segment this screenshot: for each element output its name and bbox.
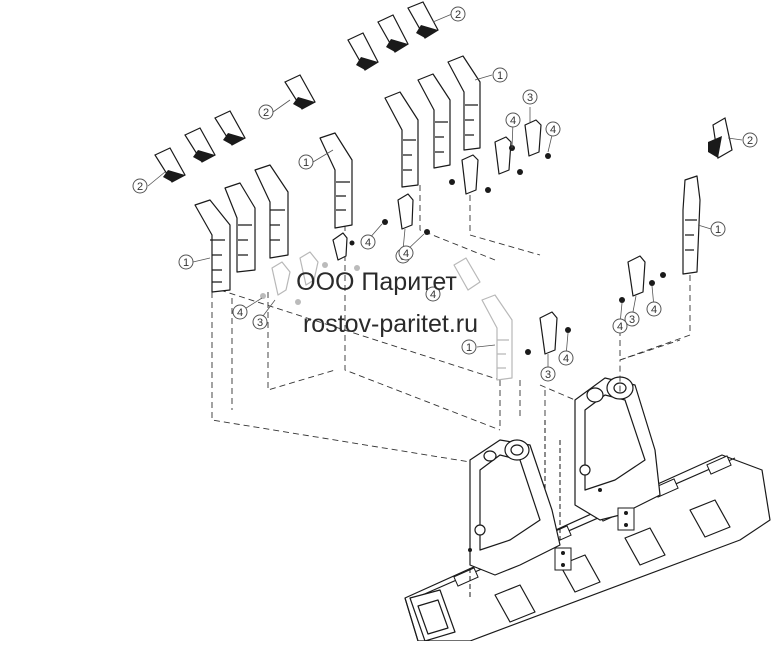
callout-label: 2 [263, 107, 269, 119]
callout-layer: 22221111133333444444444 [132, 6, 758, 382]
callout-1: 1 [178, 254, 194, 270]
callout-circle [646, 301, 662, 317]
callout-label: 1 [466, 342, 472, 354]
callout-4: 4 [505, 112, 521, 128]
shank [417, 73, 451, 169]
callout-leaders [147, 13, 743, 372]
shanks [194, 55, 701, 381]
tooth-tip [708, 117, 733, 159]
callout-circle [450, 6, 466, 22]
watermark-site: rostov-paritet.ru [302, 310, 479, 338]
callout-label: 4 [403, 248, 409, 260]
tooth-tip [284, 74, 316, 110]
callout-2: 2 [742, 132, 758, 148]
callout-label: 1 [183, 257, 189, 269]
callout-circle [545, 121, 561, 137]
shank [319, 132, 353, 229]
callout-circle [540, 366, 556, 382]
callout-circle [132, 178, 148, 194]
tooth-tip [214, 110, 246, 146]
callout-label: 3 [629, 314, 635, 326]
callout-circle [258, 104, 274, 120]
callout-label: 1 [715, 224, 721, 236]
callout-circle [505, 112, 521, 128]
callout-circle [178, 254, 194, 270]
callout-label: 3 [257, 317, 263, 329]
callout-circle [492, 67, 508, 83]
shank-faint [481, 294, 513, 381]
callout-label: 3 [527, 92, 533, 104]
callout-3: 3 [624, 311, 640, 327]
callout-3: 3 [522, 89, 538, 105]
shank [224, 182, 256, 273]
callout-label: 4 [510, 115, 516, 127]
shank [447, 55, 481, 151]
ripper-beam-assembly [404, 376, 771, 642]
watermark-company: ООО Паритет [296, 268, 457, 296]
callout-2: 2 [450, 6, 466, 22]
tooth-tips [154, 1, 733, 291]
callout-circle [522, 89, 538, 105]
callout-circle [360, 234, 376, 250]
callout-label: 2 [137, 181, 143, 193]
callout-4: 4 [425, 286, 441, 302]
callout-4: 4 [612, 318, 628, 334]
callout-label: 4 [430, 289, 436, 301]
shank [194, 199, 231, 293]
tooth-tip [407, 1, 439, 39]
callout-label: 4 [617, 321, 623, 333]
tooth-tip [154, 147, 186, 183]
callout-1: 1 [461, 339, 477, 355]
callout-circle [742, 132, 758, 148]
callout-circle [624, 311, 640, 327]
callout-2: 2 [258, 104, 274, 120]
tooth-tip-faint [453, 257, 481, 291]
callout-4: 4 [398, 245, 414, 261]
callout-label: 4 [651, 304, 657, 316]
callout-4: 4 [558, 350, 574, 366]
callout-label: 3 [545, 369, 551, 381]
callout-label: 4 [237, 307, 243, 319]
callout-circle [298, 154, 314, 170]
callout-1: 1 [492, 67, 508, 83]
tooth-tip [184, 127, 216, 163]
callout-circle [232, 304, 248, 320]
callout-3: 3 [252, 314, 268, 330]
assembly-guide-lines [211, 185, 691, 463]
callout-label: 4 [550, 124, 556, 136]
callout-circle [252, 314, 268, 330]
callout-label: 4 [365, 237, 371, 249]
callout-1: 1 [710, 221, 726, 237]
callout-label: 2 [747, 135, 753, 147]
shank [254, 164, 289, 259]
callout-circle [425, 286, 441, 302]
callout-2: 2 [132, 178, 148, 194]
callout-label: 1 [497, 70, 503, 82]
pins-and-retainers [260, 119, 666, 355]
callout-circle [558, 350, 574, 366]
callout-4: 4 [646, 301, 662, 317]
tooth-tip [377, 14, 409, 53]
callout-4: 4 [232, 304, 248, 320]
callout-label: 1 [303, 157, 309, 169]
callout-label: 2 [455, 9, 461, 21]
callout-label: 4 [563, 353, 569, 365]
callout-circle [461, 339, 477, 355]
callout-circle [612, 318, 628, 334]
tooth-tip [347, 32, 379, 71]
callout-circle [398, 245, 414, 261]
callout-4: 4 [360, 234, 376, 250]
shank [682, 175, 701, 275]
shank [384, 91, 419, 188]
callout-3: 3 [540, 366, 556, 382]
callout-circle [710, 221, 726, 237]
callout-4: 4 [545, 121, 561, 137]
callout-1: 1 [298, 154, 314, 170]
